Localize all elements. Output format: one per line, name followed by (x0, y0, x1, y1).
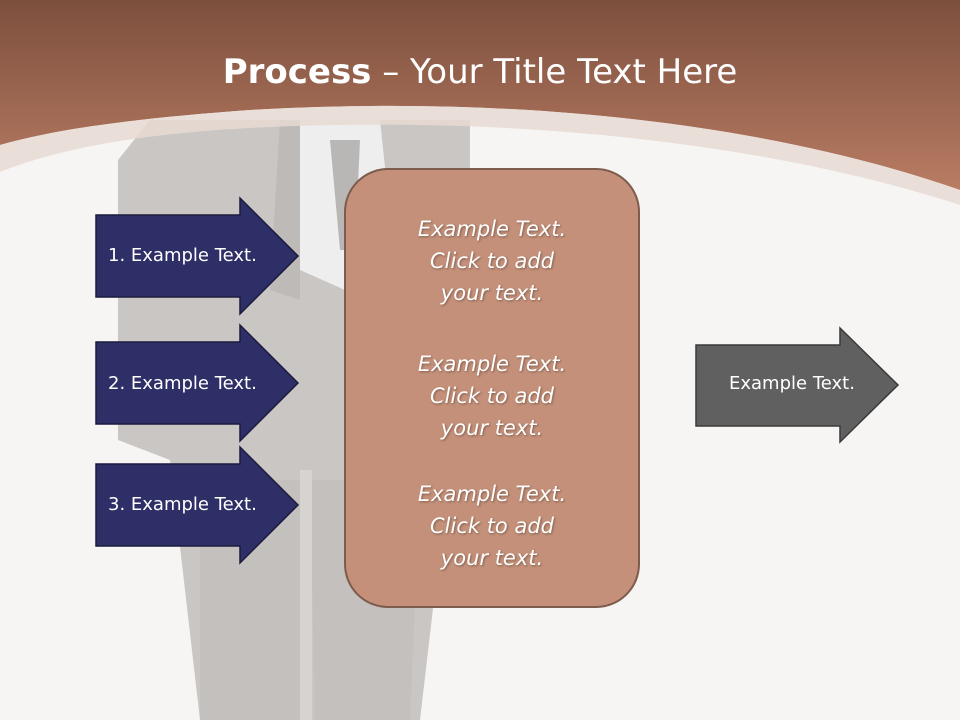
step-arrow-2[interactable] (95, 323, 300, 443)
header-swoosh (0, 105, 960, 205)
center-text-block-3[interactable]: Example Text. Click to add your text. (417, 482, 567, 570)
center-text-block-2[interactable]: Example Text. Click to add your text. (417, 352, 567, 440)
step-label-2: 2. Example Text. (108, 373, 257, 394)
title-rest: – Your Title Text Here (371, 52, 738, 92)
step-label-3: 3. Example Text. (108, 494, 257, 515)
step-arrow-1[interactable] (95, 196, 300, 316)
header-band (0, 0, 960, 190)
slide-title[interactable]: Process – Your Title Text Here (0, 52, 960, 92)
output-arrow[interactable] (695, 326, 900, 444)
step-arrow-3[interactable] (95, 445, 300, 565)
output-label: Example Text. (729, 373, 855, 394)
title-bold: Process (222, 52, 372, 92)
center-text-block-1[interactable]: Example Text. Click to add your text. (417, 217, 567, 305)
center-content-box[interactable] (344, 168, 640, 608)
step-label-1: 1. Example Text. (108, 245, 257, 266)
